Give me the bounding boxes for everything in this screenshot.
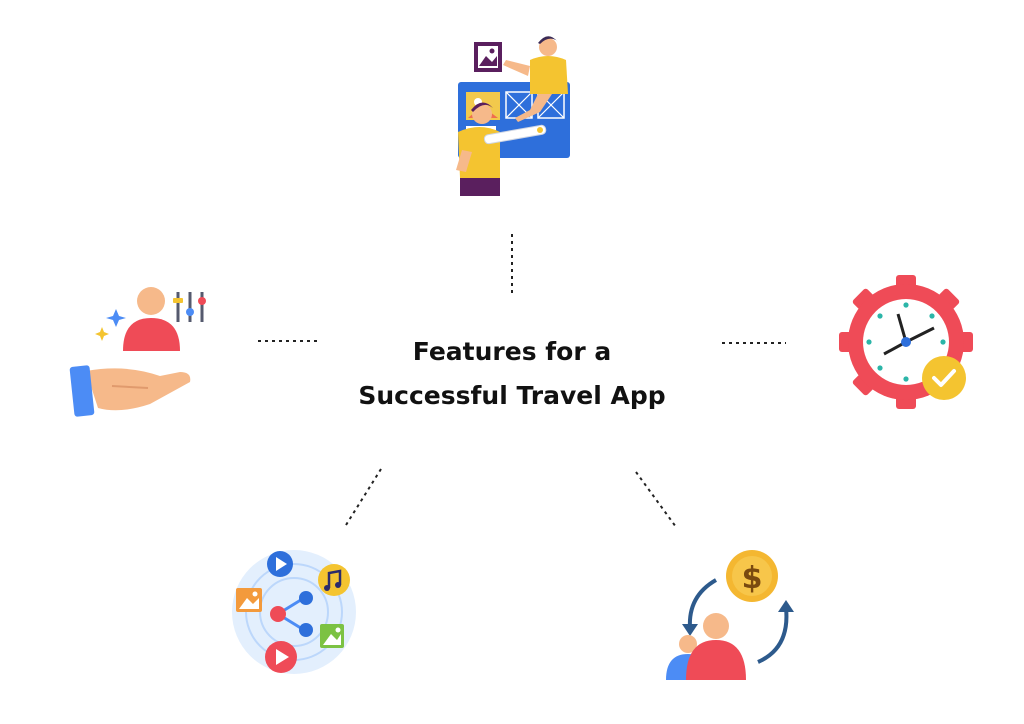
- payment-exchange-icon: $: [666, 550, 794, 680]
- clock-gear-realtime-icon: [839, 275, 973, 409]
- center-title-line2: Successful Travel App: [358, 381, 666, 410]
- connector-bottom-right: [635, 471, 677, 528]
- user-personalization-hand-icon: [69, 287, 206, 417]
- center-title: Features for a Successful Travel App: [312, 330, 712, 418]
- connectors: [258, 234, 786, 528]
- center-title-line1: Features for a: [412, 337, 612, 366]
- media-sharing-network-icon: [232, 550, 356, 674]
- team-designing-ui-illustration-icon: [456, 36, 570, 196]
- connector-bottom-left: [345, 468, 382, 526]
- svg-text:$: $: [742, 561, 763, 596]
